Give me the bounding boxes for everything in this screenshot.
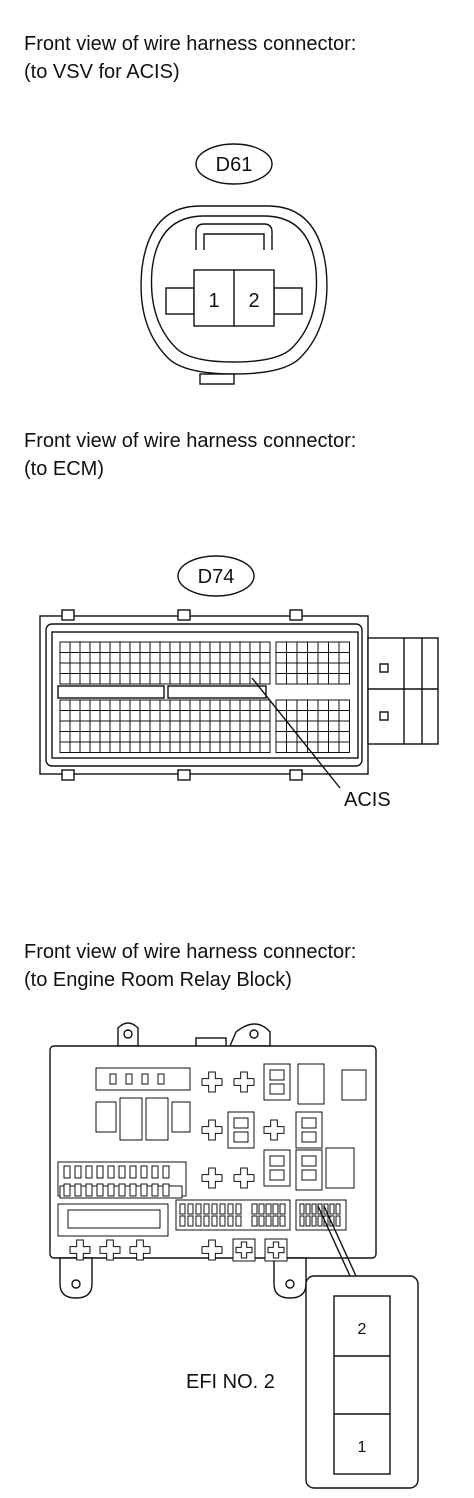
connector-code-badge	[195, 143, 273, 185]
caption-line-2: (to VSV for ACIS)	[24, 61, 180, 83]
pin-1: 1	[208, 290, 219, 312]
connector-d74: D74 ACIS	[39, 555, 439, 811]
acis-leader-line	[251, 677, 341, 789]
connector-code-badge	[177, 555, 255, 597]
caption-ecm: Front view of wire harness connector: (t…	[24, 427, 356, 483]
connector-code: D61	[216, 154, 253, 176]
efi-pin-2: 2	[358, 1321, 367, 1338]
efi-callout: EFI NO. 2	[186, 1371, 275, 1393]
caption-vsv-acis: Front view of wire harness connector: (t…	[24, 30, 356, 86]
caption-line-1: Front view of wire harness connector:	[24, 941, 357, 963]
connector-d61: D61 1 2	[140, 143, 328, 385]
caption-line-2: (to Engine Room Relay Block)	[24, 969, 292, 991]
caption-line-2: (to ECM)	[24, 458, 104, 480]
efi-pin-1: 1	[358, 1439, 367, 1456]
pin-grid-key	[57, 685, 165, 699]
relay-block: 2 1 EFI NO. 2	[49, 1022, 419, 1489]
pin-grid	[59, 641, 350, 753]
caption-relay-block: Front view of wire harness connector: (t…	[24, 938, 356, 994]
small-slots	[63, 1165, 341, 1227]
cross-fuses	[69, 1071, 288, 1262]
acis-callout: ACIS	[344, 789, 391, 811]
caption-line-1: Front view of wire harness connector:	[24, 33, 357, 55]
pin-2: 2	[248, 290, 259, 312]
connector-code: D74	[198, 566, 235, 588]
efi-leader-line	[317, 1205, 351, 1277]
caption-line-1: Front view of wire harness connector:	[24, 430, 357, 452]
